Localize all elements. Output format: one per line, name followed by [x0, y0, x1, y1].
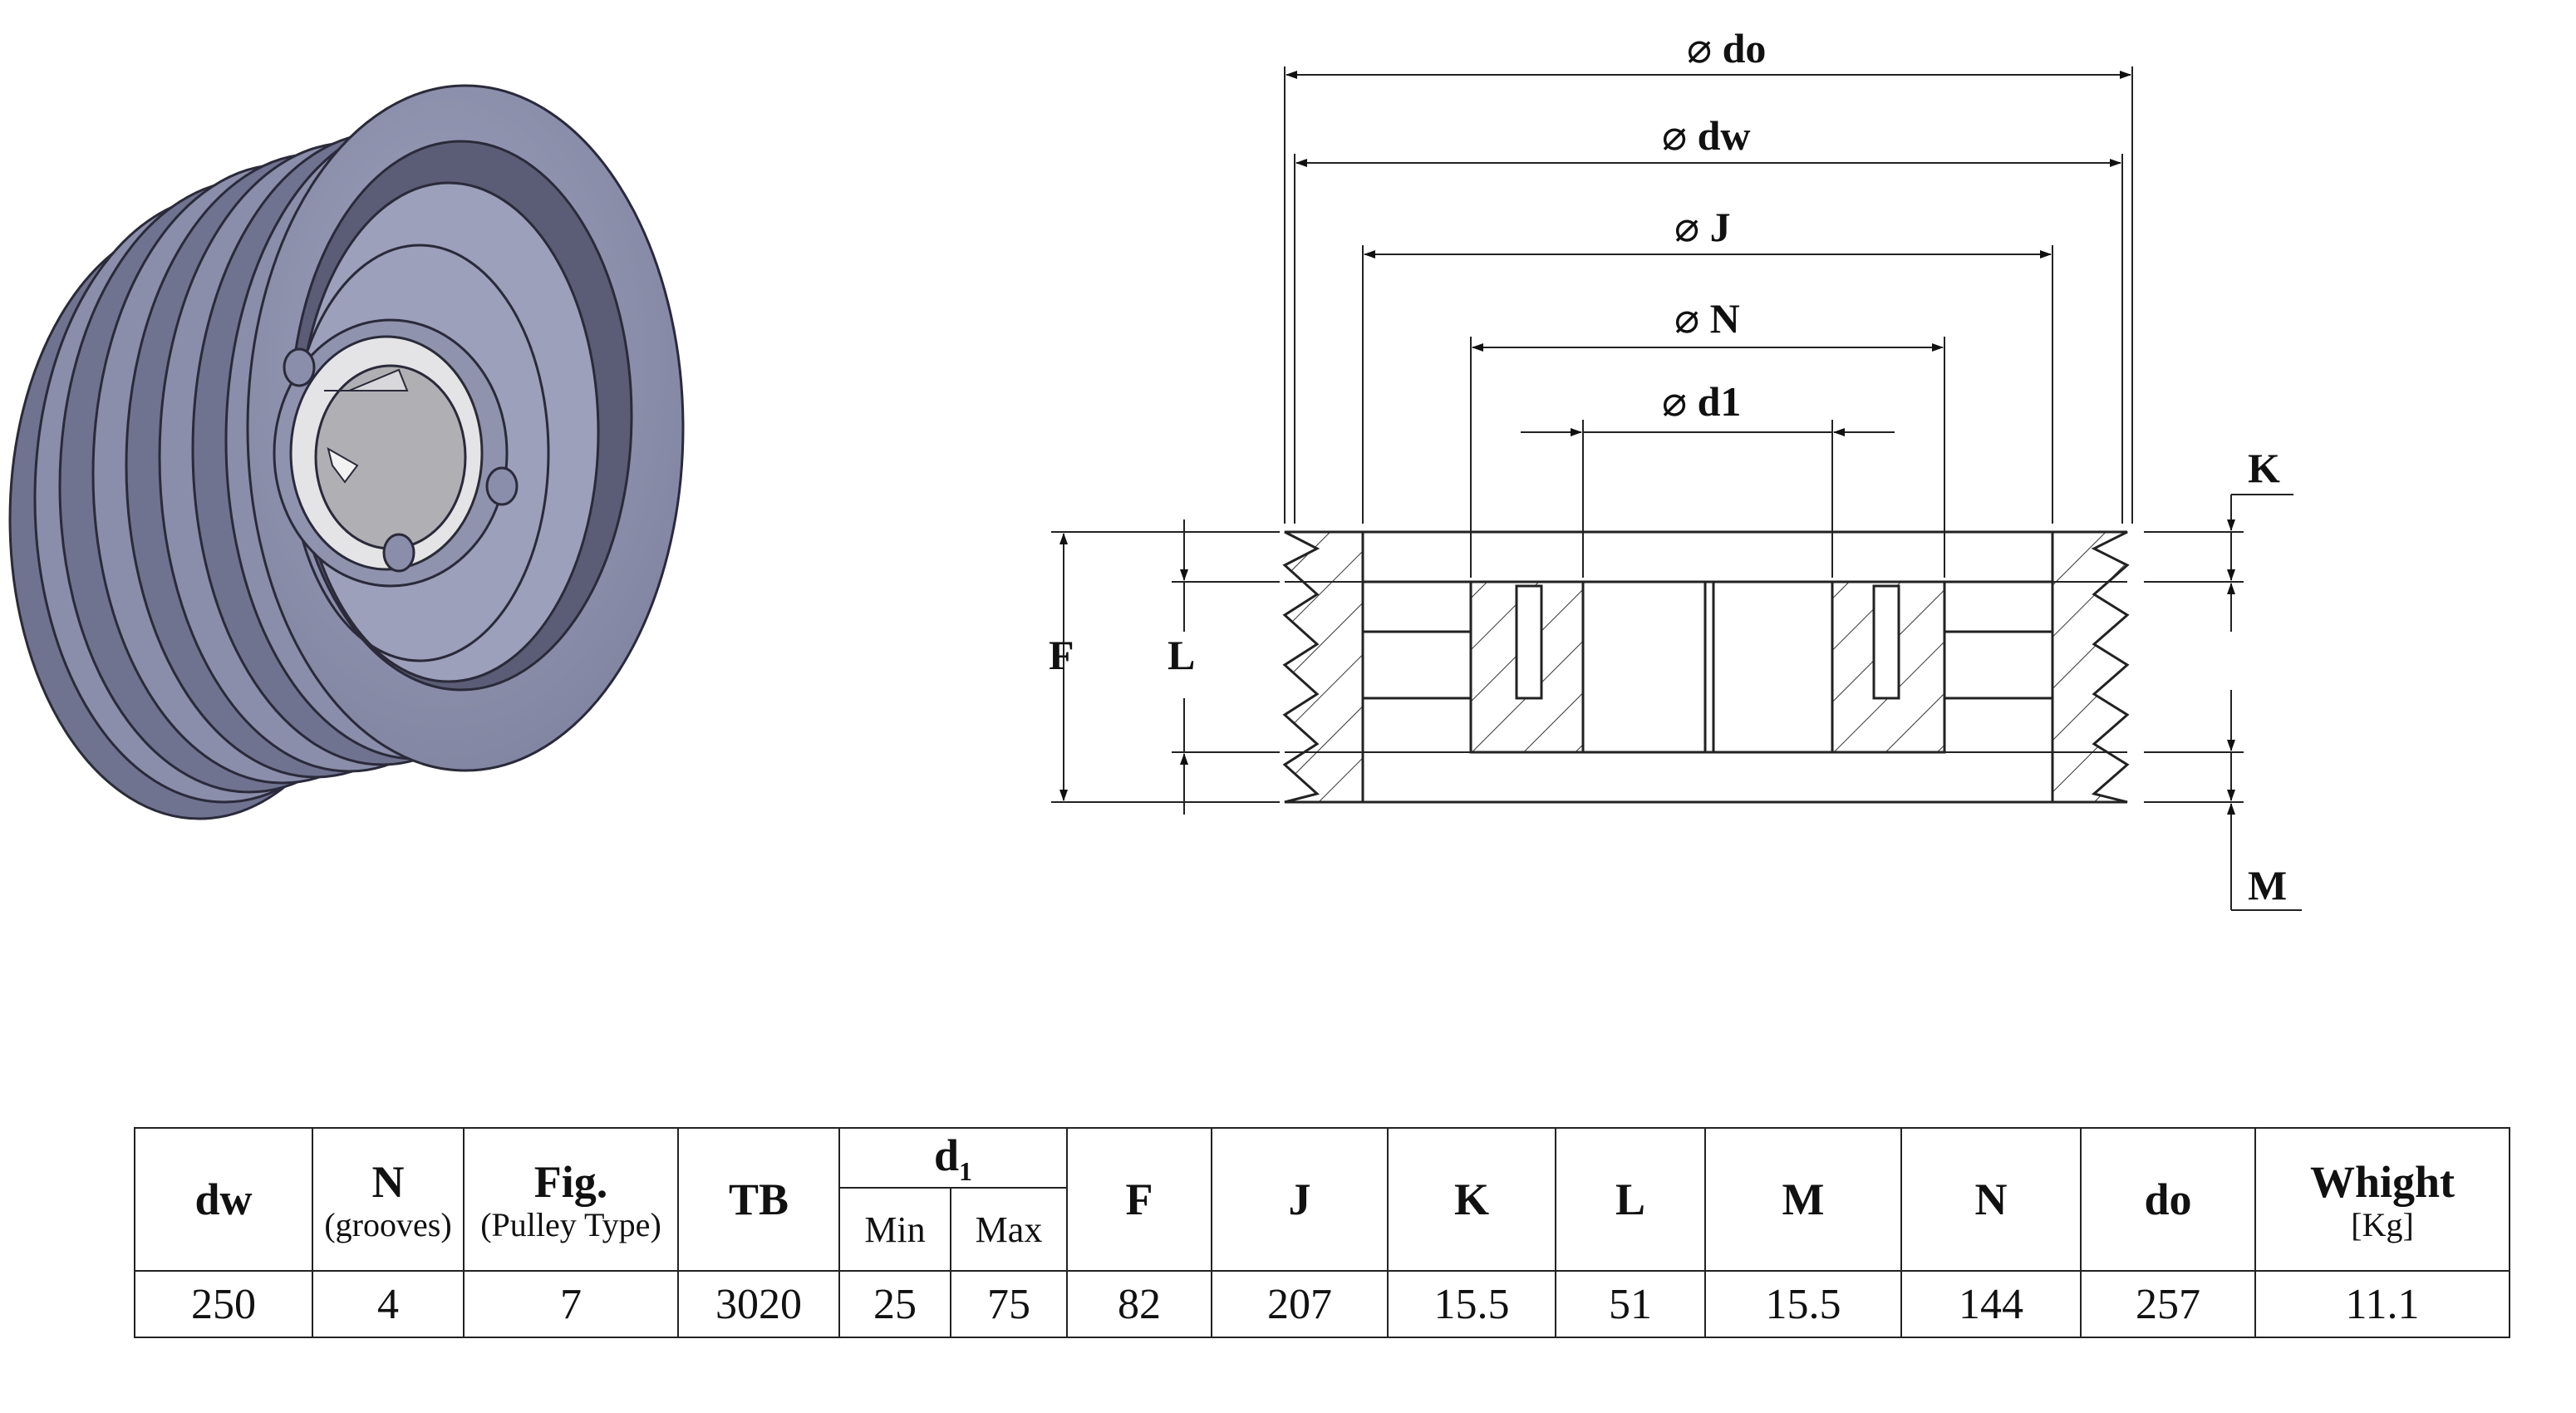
col-header-weight: Whight [Kg] [2254, 1127, 2511, 1272]
dim-label-j: ⌀ J [1674, 204, 1731, 250]
dimension-lines [1051, 66, 2302, 911]
col-header-d1-max: Max [949, 1187, 1069, 1272]
dim-label-m: M [2248, 862, 2287, 908]
dim-label-l: L [1168, 632, 1195, 678]
col-header-tb: TB [677, 1127, 840, 1272]
cell-j: 207 [1211, 1270, 1389, 1338]
cell-d1-min: 25 [838, 1270, 951, 1338]
cell-tb: 3020 [677, 1270, 840, 1338]
col-header-k: K [1387, 1127, 1557, 1272]
cell-k: 15.5 [1387, 1270, 1557, 1338]
dim-label-do: ⌀ do [1687, 25, 1766, 71]
col-header-d1: d1 [838, 1127, 1069, 1189]
dim-label-n: ⌀ N [1674, 295, 1740, 342]
cell-d1-max: 75 [949, 1270, 1069, 1338]
cell-weight: 11.1 [2254, 1270, 2511, 1338]
table-row: 250 4 7 3020 25 75 82 207 15.5 51 15.5 1… [134, 1270, 2511, 1338]
cell-do: 257 [2080, 1270, 2257, 1338]
col-header-fig: Fig. (Pulley Type) [463, 1127, 679, 1272]
cell-f: 82 [1066, 1270, 1213, 1338]
col-header-dw: dw [134, 1127, 313, 1272]
dim-label-f: F [1049, 632, 1074, 678]
col-header-n: N [1900, 1127, 2082, 1272]
col-header-m: M [1704, 1127, 1903, 1272]
cell-fig: 7 [463, 1270, 679, 1338]
dim-label-k: K [2248, 445, 2280, 491]
pulley-section-view [1282, 530, 2130, 804]
dim-label-d1: ⌀ d1 [1662, 378, 1741, 425]
cell-grooves: 4 [312, 1270, 465, 1338]
dim-label-dw: ⌀ dw [1662, 112, 1751, 159]
col-header-d1-min: Min [838, 1187, 951, 1272]
table-subheader-row: Min Max [135, 1187, 2510, 1272]
cell-n: 144 [1900, 1270, 2082, 1338]
cell-dw: 250 [134, 1270, 313, 1338]
col-header-j: J [1211, 1127, 1389, 1272]
cell-l: 51 [1555, 1270, 1707, 1338]
spec-table: dw N (grooves) Fig. (Pulley Type) TB d1 … [134, 1127, 2511, 1338]
pulley-3d-illustration [8, 84, 685, 820]
col-header-grooves: N (grooves) [312, 1127, 465, 1272]
cell-m: 15.5 [1704, 1270, 1903, 1338]
col-header-f: F [1066, 1127, 1213, 1272]
col-header-do: do [2080, 1127, 2257, 1272]
col-header-l: L [1555, 1127, 1707, 1272]
table-header-row: dw N (grooves) Fig. (Pulley Type) TB d1 … [134, 1127, 2511, 1272]
